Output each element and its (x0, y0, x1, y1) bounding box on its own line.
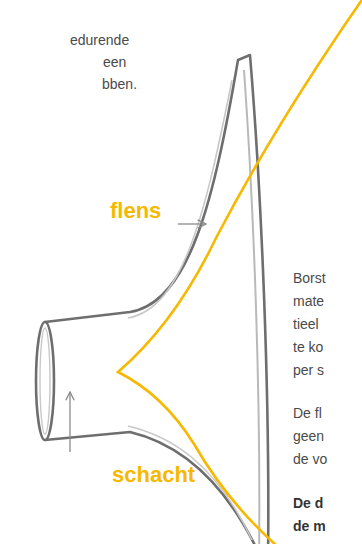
paragraph-fragment: de m (293, 518, 326, 535)
part-label: schacht (112, 462, 195, 488)
paragraph-fragment: De d (293, 495, 323, 512)
paragraph-fragment: edurende (70, 32, 129, 49)
leader-arrow (178, 223, 206, 224)
paragraph-fragment: geen (293, 428, 324, 445)
rim-inner-line (244, 70, 259, 544)
paragraph-fragment: tieel (293, 316, 319, 333)
shank-opening-inner (40, 328, 50, 434)
paragraph-fragment: De fl (293, 405, 322, 422)
shank-opening (36, 322, 54, 440)
part-label: flens (110, 198, 161, 224)
leader-arrow (69, 392, 70, 452)
paragraph-fragment: Borst (293, 270, 326, 287)
flange-outline (45, 55, 268, 544)
paragraph-fragment: bben. (102, 76, 137, 93)
paragraph-fragment: de vo (293, 451, 327, 468)
paragraph-fragment: per s (293, 362, 324, 379)
paragraph-fragment: te ko (293, 339, 323, 356)
paragraph-fragment: een (103, 54, 126, 71)
paragraph-fragment: mate (293, 293, 324, 310)
